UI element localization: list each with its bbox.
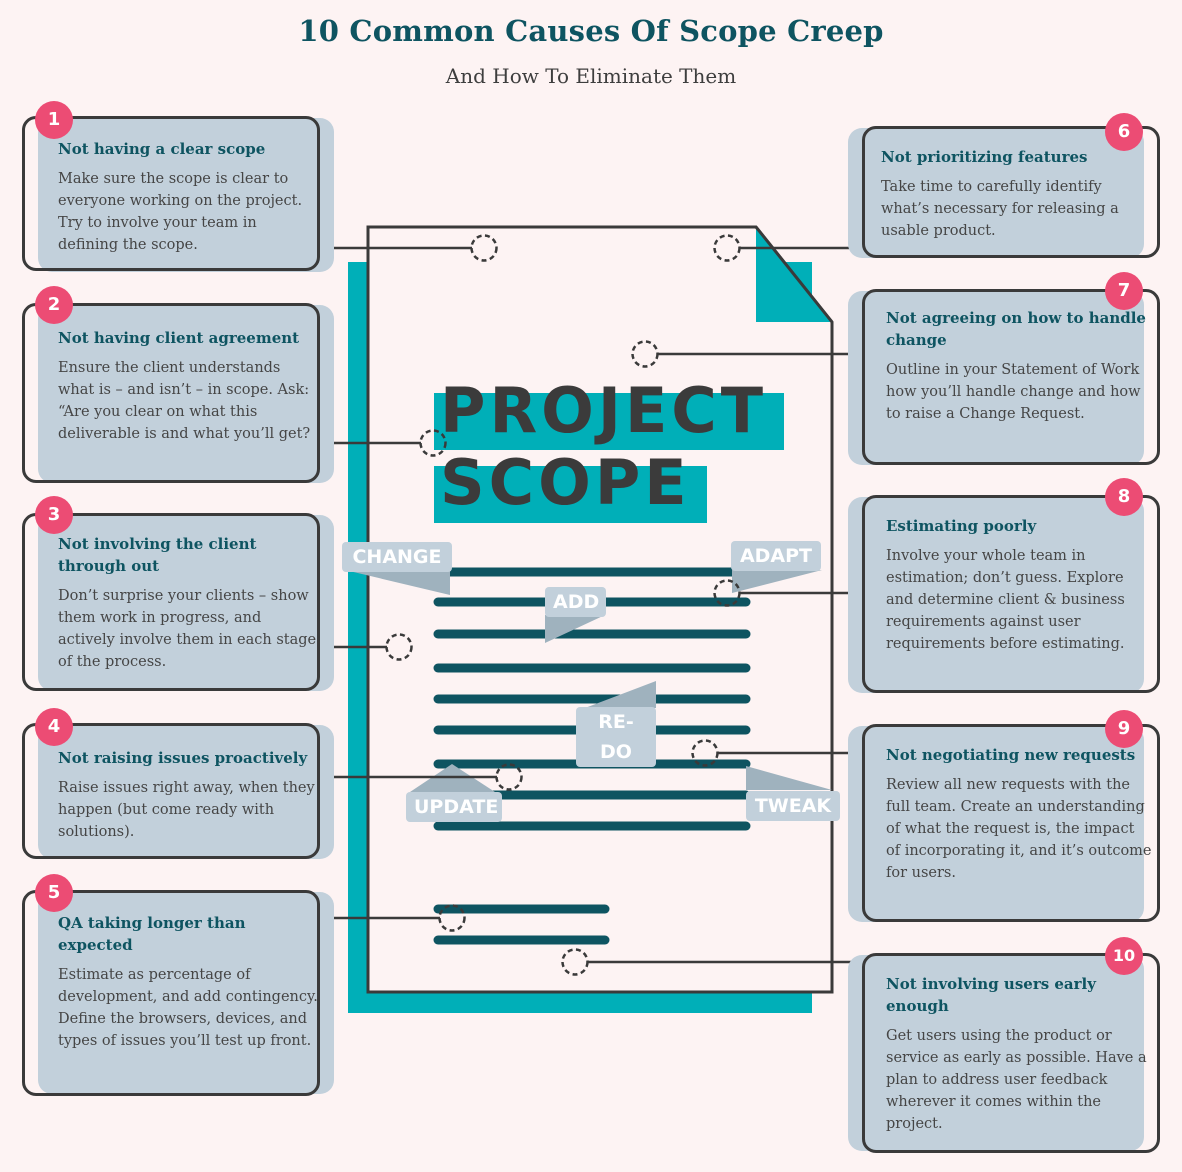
cause-card-8: Estimating poorly Involve your whole tea…	[848, 478, 1160, 693]
cause-card-3: Not involving the client through out Don…	[22, 496, 334, 691]
cause-title: QA taking longer than expected	[58, 914, 246, 954]
cause-card-2: Not having client agreement Ensure the c…	[22, 286, 334, 483]
cause-card-4: Not raising issues proactively Raise iss…	[22, 708, 334, 859]
cause-body: Make sure the scope is clear to everyone…	[58, 171, 303, 253]
tag-adapt: ADAPT	[731, 541, 821, 571]
cause-body: Review all new requests with the full te…	[886, 777, 1152, 881]
page-subtitle: And How To Eliminate Them	[445, 64, 737, 88]
cause-body: Involve your whole team in estimation; d…	[886, 548, 1125, 652]
cause-title: Not having client agreement	[58, 329, 300, 347]
number-badge: 1	[35, 101, 73, 139]
project-highlight	[434, 393, 784, 450]
number-badge: 2	[35, 286, 73, 324]
cause-title: Not prioritizing features	[881, 148, 1088, 166]
cause-card-9: Not negotiating new requests Review all …	[848, 710, 1160, 922]
cause-body: Estimate as percentage of development, a…	[58, 967, 318, 1049]
document-title-scope: SCOPE	[440, 446, 691, 519]
cause-card-7: Not agreeing on how to handle change Out…	[848, 272, 1160, 465]
cause-body: Get users using the product or service a…	[886, 1028, 1147, 1132]
tag-change: CHANGE	[342, 542, 452, 572]
document-title-project: PROJECT	[440, 374, 768, 447]
connector-lines	[320, 246, 862, 964]
document-text-lines	[433, 567, 751, 945]
cause-title: Not having a clear scope	[58, 140, 266, 158]
cause-card-6: Not prioritizing features Take time to c…	[848, 113, 1160, 258]
number-badge: 7	[1105, 272, 1143, 310]
cause-body: Raise issues right away, when they happe…	[58, 780, 315, 840]
cause-title: Estimating poorly	[886, 517, 1037, 535]
cause-title: Not agreeing on how to handle change	[886, 309, 1146, 349]
cause-body: Ensure the client understands what is – …	[58, 360, 311, 442]
tag-update: UPDATE	[406, 792, 502, 822]
tag-redo: RE-DO	[576, 707, 656, 767]
cause-title: Not raising issues proactively	[58, 749, 308, 767]
number-badge: 5	[35, 874, 73, 912]
number-badge: 10	[1105, 937, 1143, 975]
page-title: 10 Common Causes Of Scope Creep	[298, 14, 884, 48]
cause-body: Take time to carefully identify what’s n…	[881, 179, 1119, 239]
number-badge: 8	[1105, 478, 1143, 516]
cause-card-1: Not having a clear scope Make sure the s…	[22, 101, 334, 272]
number-badge: 4	[35, 708, 73, 746]
scope-highlight	[434, 466, 707, 523]
tag-add: ADD	[545, 587, 606, 617]
cause-body: Don’t surprise your clients – show them …	[58, 588, 317, 670]
cause-title: Not involving users early enough	[886, 975, 1096, 1015]
number-badge: 6	[1105, 113, 1143, 151]
cause-title: Not involving the client through out	[58, 535, 257, 575]
tag-tweak: TWEAK	[746, 791, 840, 821]
cause-body: Outline in your Statement of Work how yo…	[886, 362, 1141, 422]
number-badge: 3	[35, 496, 73, 534]
cause-title: Not negotiating new requests	[886, 746, 1136, 764]
number-badge: 9	[1105, 710, 1143, 748]
dashed-anchor-circles	[385, 234, 741, 976]
cause-card-10: Not involving users early enough Get use…	[848, 937, 1160, 1153]
cause-card-5: QA taking longer than expected Estimate …	[22, 874, 334, 1096]
